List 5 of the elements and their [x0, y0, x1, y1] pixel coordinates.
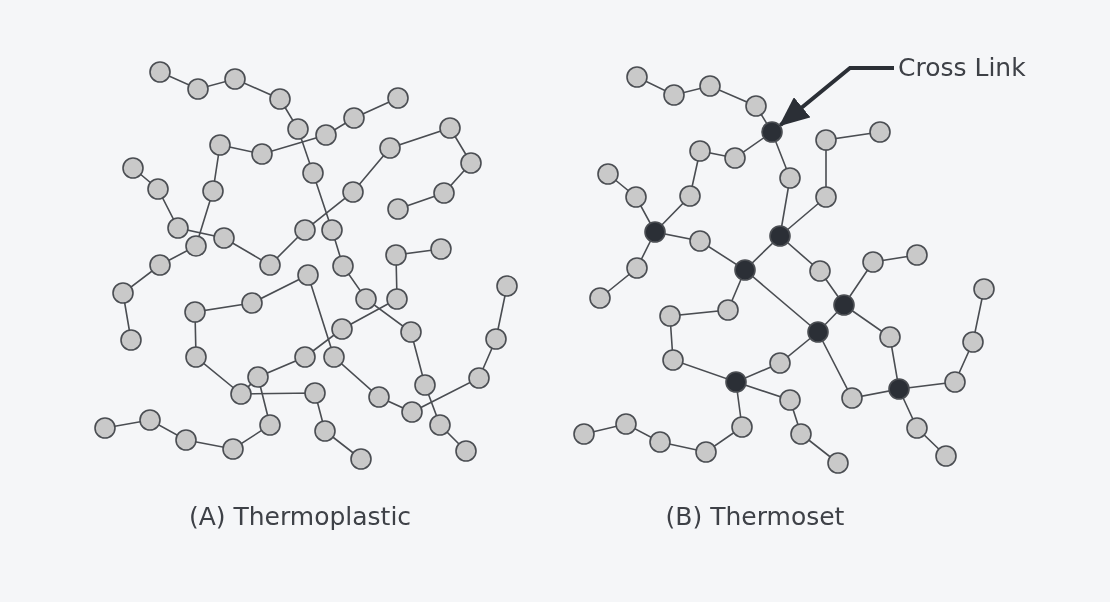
leader-arrow: [778, 66, 894, 127]
callout-label: Cross Link: [898, 50, 1026, 86]
caption: (B) Thermoset: [664, 501, 846, 533]
caption: (A) Thermoplastic: [187, 501, 413, 533]
cross-link-bead: [761, 121, 783, 143]
